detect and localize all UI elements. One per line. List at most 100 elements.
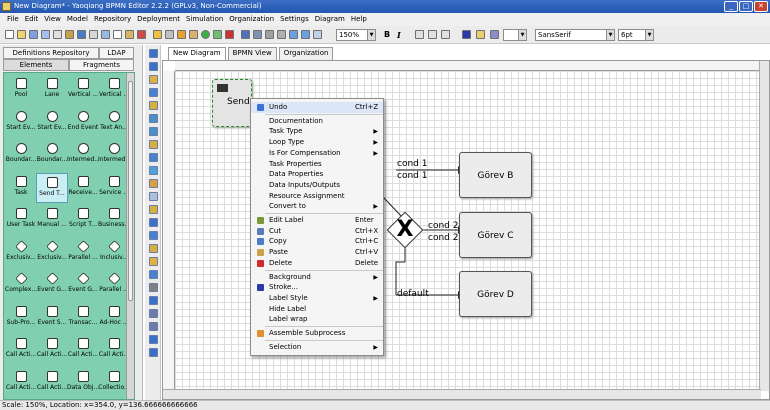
group-icon[interactable] [241, 30, 250, 39]
flow-label-cond-1b[interactable]: cond 1 [397, 171, 428, 181]
search-icon[interactable] [165, 30, 174, 39]
flow-label-cond-2a[interactable]: cond 2 [428, 221, 459, 231]
palette-item[interactable]: Transac... [67, 303, 99, 333]
run-icon[interactable] [201, 30, 210, 39]
tab-ldap[interactable]: LDAP [99, 47, 134, 59]
font-size-select[interactable]: 6pt ▼ [618, 29, 654, 41]
palette-item[interactable]: Vertical ... [98, 75, 130, 105]
palette-item[interactable]: Pool [5, 75, 37, 105]
palette-item[interactable]: Text An... [98, 108, 130, 138]
font-color-icon[interactable] [462, 30, 471, 39]
gear-icon[interactable] [149, 283, 158, 292]
palette-item[interactable]: Boundar... [36, 140, 68, 170]
context-menu-item-stroke[interactable]: Stroke... [251, 282, 383, 293]
palette-item[interactable]: Complex... [5, 270, 37, 300]
validate-icon[interactable] [153, 30, 162, 39]
task-gorev-c[interactable]: Görev C [459, 212, 532, 258]
lock-icon[interactable] [149, 179, 158, 188]
fit-icon[interactable] [149, 335, 158, 344]
note-icon[interactable] [149, 244, 158, 253]
undo-icon[interactable] [177, 30, 186, 39]
palette-item[interactable]: Script T... [67, 205, 99, 235]
tab-elements[interactable]: Elements [3, 59, 69, 71]
palette-item[interactable]: Business... [98, 205, 130, 235]
zoom-fit-icon[interactable] [313, 30, 322, 39]
palette-item[interactable]: Intermed... [67, 140, 99, 170]
context-menu-item-is-for-compensation[interactable]: Is For Compensation▶ [251, 148, 383, 159]
context-menu-item-documentation[interactable]: Documentation [251, 116, 383, 127]
zoom-out-icon[interactable] [301, 30, 310, 39]
menu-repository[interactable]: Repository [93, 15, 132, 23]
page-icon[interactable] [149, 75, 158, 84]
palette-item[interactable]: Receive... [67, 173, 99, 203]
shape-icon[interactable] [149, 140, 158, 149]
align-center-icon[interactable] [428, 30, 437, 39]
image-icon[interactable] [149, 192, 158, 201]
menu-settings[interactable]: Settings [280, 15, 309, 23]
stop-icon[interactable] [225, 30, 234, 39]
close-button[interactable]: ✕ [754, 1, 768, 12]
palette-item[interactable]: Sub-Pro... [5, 303, 37, 333]
palette-item[interactable]: Task [5, 173, 37, 203]
menu-simulation[interactable]: Simulation [186, 15, 224, 23]
menu-model[interactable]: Model [66, 15, 88, 23]
refresh-icon[interactable] [149, 348, 158, 357]
palette-item[interactable]: User Task [5, 205, 37, 235]
style-icon[interactable] [149, 205, 158, 214]
palette-item[interactable]: Call Acti... [5, 368, 37, 398]
palette-item[interactable]: Call Acti... [98, 335, 130, 365]
zoom-icon[interactable] [149, 231, 158, 240]
palette-item[interactable]: Vertical ... [67, 75, 99, 105]
context-menu-item-convert-to[interactable]: Convert to▶ [251, 201, 383, 212]
palette-item[interactable]: Send T... [36, 172, 68, 203]
palette-item[interactable]: Manual ... [36, 205, 68, 235]
palette-item[interactable]: Event G... [36, 270, 68, 300]
fill-color-icon[interactable] [476, 30, 485, 39]
palette-item[interactable]: Lane [36, 75, 68, 105]
tab-organization[interactable]: Organization [278, 47, 334, 60]
print-preview-icon[interactable] [89, 30, 98, 39]
layers-icon[interactable] [149, 62, 158, 71]
minimize-button[interactable]: _ [724, 1, 738, 12]
palette-item[interactable]: Start Ev... [36, 108, 68, 138]
italic-button[interactable]: I [397, 30, 401, 40]
maximize-button[interactable]: □ [739, 1, 753, 12]
palette-item[interactable]: Call Acti... [36, 335, 68, 365]
flow-label-default[interactable]: default [397, 289, 429, 299]
context-menu-item-assemble-subprocess[interactable]: Assemble Subprocess [251, 328, 383, 339]
context-menu-item-hide-label[interactable]: Hide Label [251, 304, 383, 315]
export-icon[interactable] [65, 30, 74, 39]
to-front-icon[interactable] [265, 30, 274, 39]
paste-icon[interactable] [125, 30, 134, 39]
align-right-icon[interactable] [441, 30, 450, 39]
context-menu-item-task-properties[interactable]: Task Properties [251, 159, 383, 170]
align-icon[interactable] [149, 114, 158, 123]
grid-icon[interactable] [149, 88, 158, 97]
palette-item[interactable]: End Event [67, 108, 99, 138]
palette-item[interactable]: Call Acti... [36, 368, 68, 398]
horizontal-scrollbar[interactable] [163, 389, 761, 399]
menu-file[interactable]: File [7, 15, 19, 23]
context-menu-item-data-properties[interactable]: Data Properties [251, 169, 383, 180]
task-gorev-b[interactable]: Görev B [459, 152, 532, 198]
palette-item[interactable]: Collectio... [98, 368, 130, 398]
new-file-icon[interactable] [5, 30, 14, 39]
pause-icon[interactable] [213, 30, 222, 39]
palette-item[interactable]: Ad-Hoc ... [98, 303, 130, 333]
redo-icon[interactable] [189, 30, 198, 39]
edge-icon[interactable] [149, 166, 158, 175]
palette-item[interactable]: Exclusiv... [5, 238, 37, 268]
align-left-icon[interactable] [415, 30, 424, 39]
palette-item[interactable]: Parallel ... [67, 238, 99, 268]
palette-item[interactable]: Data Obj... [67, 368, 99, 398]
folder-icon[interactable] [149, 101, 158, 110]
save-all-icon[interactable] [77, 30, 86, 39]
zoom-out-icon[interactable] [149, 322, 158, 331]
palette-item[interactable]: Start Ev... [5, 108, 37, 138]
context-menu-item-loop-type[interactable]: Loop Type▶ [251, 137, 383, 148]
menu-deployment[interactable]: Deployment [137, 15, 180, 23]
